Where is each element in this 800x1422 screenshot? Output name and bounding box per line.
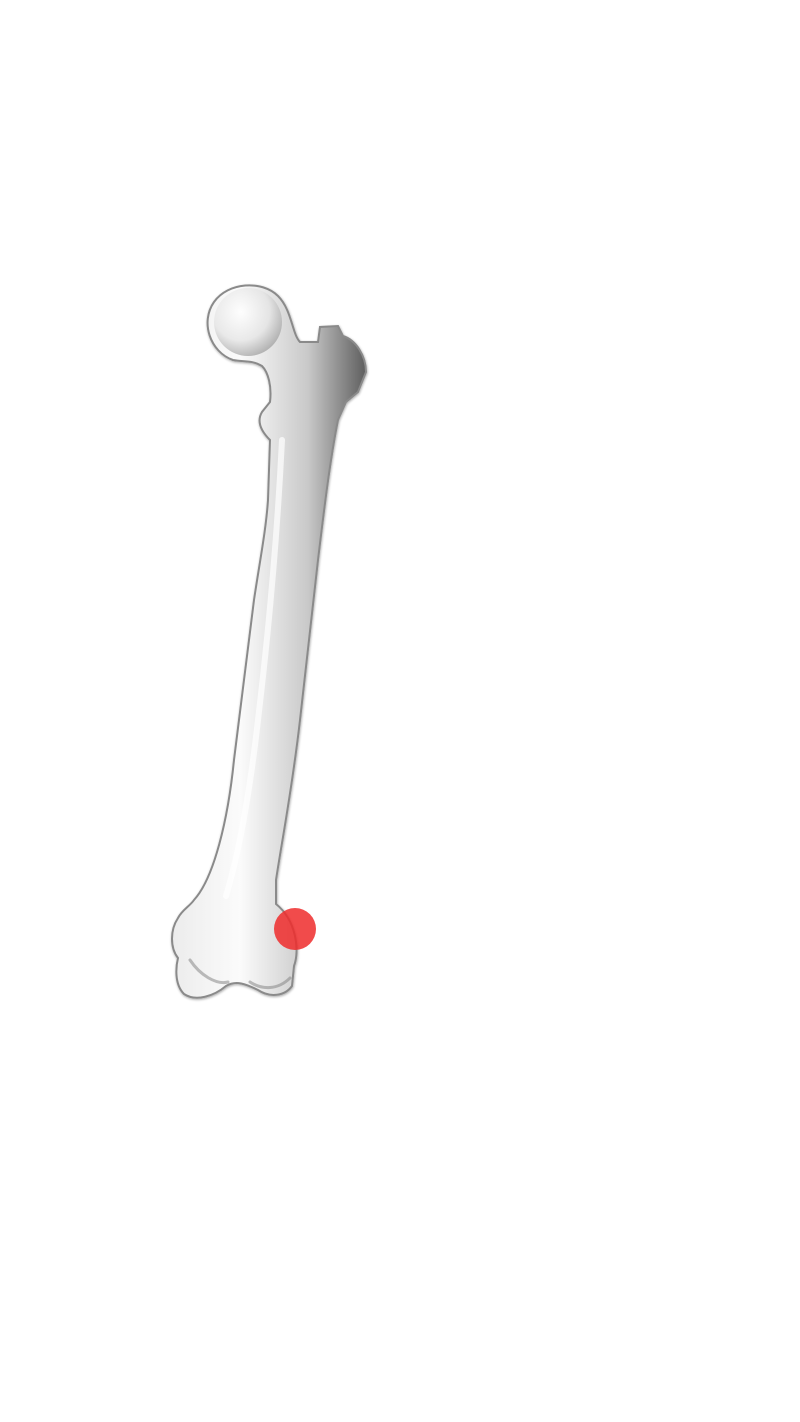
femoral-head: [214, 288, 282, 356]
condyle-shading: [188, 958, 292, 989]
shaft-highlight: [223, 437, 285, 899]
point-marker-icon[interactable]: [274, 908, 316, 950]
